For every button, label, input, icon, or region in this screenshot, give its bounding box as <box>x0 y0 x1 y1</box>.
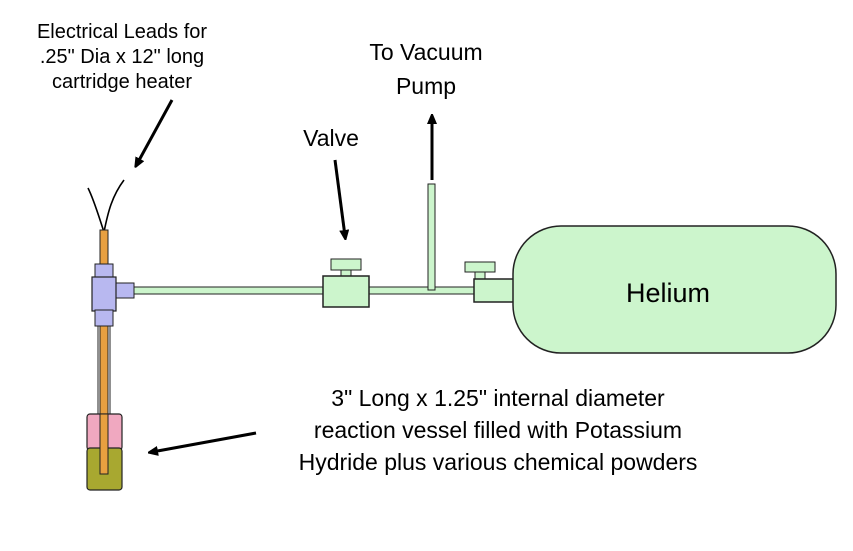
valve-stem <box>340 269 352 277</box>
gas-lines <box>132 183 481 295</box>
vacuum-label: To Vacuum Pump <box>369 39 482 99</box>
vacuum-tee-line <box>427 183 436 291</box>
vessel-label: 3" Long x 1.25" internal diameter reacti… <box>299 385 698 475</box>
valve-handle <box>330 258 362 271</box>
heater-assembly <box>87 179 135 423</box>
tank-regulator-handle <box>464 261 496 273</box>
leads-label-line-1: Electrical Leads for <box>37 21 207 43</box>
leads-arrow <box>137 99 174 164</box>
tank-neck <box>473 278 517 303</box>
valve-arrow <box>333 159 345 236</box>
reaction-vessel <box>86 413 123 491</box>
vessel-label-line-1: 3" Long x 1.25" internal diameter <box>331 385 665 411</box>
lower-compression-nut <box>94 309 114 327</box>
vacuum-label-line-1: To Vacuum <box>369 39 482 65</box>
lead-wire-left <box>87 187 105 233</box>
lead-wire-right <box>103 179 125 233</box>
tee-body <box>91 276 117 312</box>
leads-label-line-3: cartridge heater <box>52 71 192 93</box>
upper-compression-nut <box>94 263 114 279</box>
helium-label: Helium <box>626 278 710 308</box>
vessel-label-line-3: Hydride plus various chemical powders <box>299 449 698 475</box>
vessel-arrow <box>152 431 257 452</box>
valve <box>322 258 370 308</box>
helium-tank: Helium <box>464 225 837 354</box>
heater-rod-in-vessel <box>99 413 109 475</box>
valve-label: Valve <box>303 125 359 151</box>
tank-body <box>512 225 837 354</box>
leads-label-line-2: .25" Dia x 12" long <box>40 46 204 68</box>
vessel-label-line-2: reaction vessel filled with Potassium <box>314 417 682 443</box>
valve-body <box>322 275 370 308</box>
vacuum-label-line-2: Pump <box>396 73 456 99</box>
leads-label: Electrical Leads for .25" Dia x 12" long… <box>37 21 207 93</box>
